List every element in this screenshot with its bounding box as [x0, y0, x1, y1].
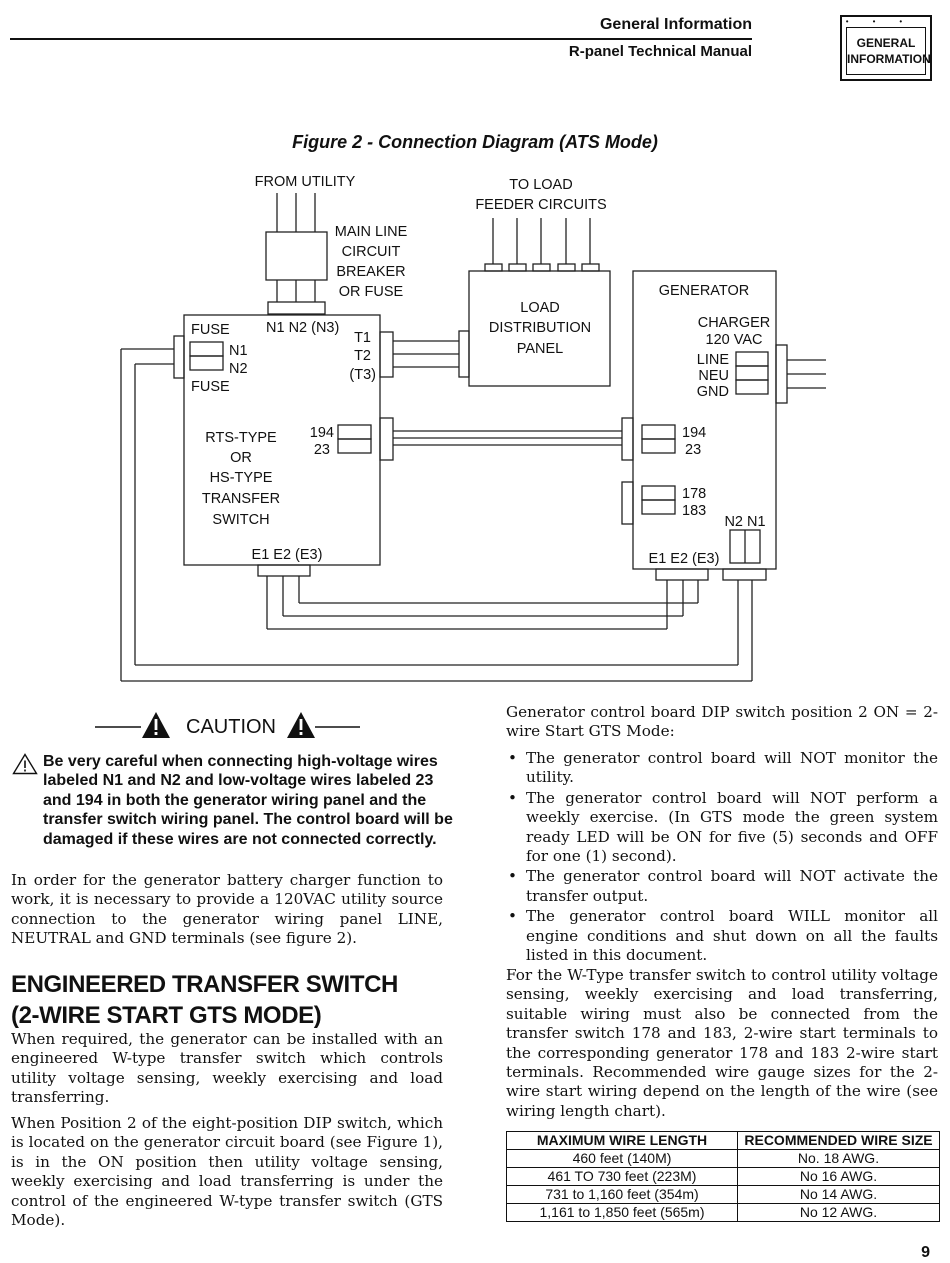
dip-switch-paragraph: When Position 2 of the eight-position DI… [11, 1114, 443, 1230]
table-row: 460 feet (140M) No. 18 AWG. [506, 1149, 940, 1168]
table-row: 731 to 1,160 feet (354m) No 14 AWG. [506, 1185, 940, 1204]
connection-diagram: FROM UTILITY MAIN LINE CIRCUIT BREAKER O… [120, 174, 826, 682]
label-n1n2n3: N1 N2 (N3) [266, 320, 339, 336]
tab-line-1: GENERAL [856, 36, 916, 50]
tab-rivets: ••• [845, 17, 927, 26]
list-item: The generator control board WILL monitor… [506, 907, 938, 965]
label-gen-178: 178 [682, 486, 706, 502]
section-heading-line-2: (2-WIRE START GTS MODE) [11, 1002, 322, 1029]
warning-outline-icon [12, 753, 38, 775]
ts-neutral-terminal [267, 301, 326, 315]
table-cell: No 12 AWG. [737, 1203, 940, 1222]
w-type-wiring-paragraph: For the W-Type transfer switch to contro… [506, 966, 938, 1120]
label-load-panel-2: DISTRIBUTION [489, 320, 591, 336]
label-load-panel-1: LOAD [520, 300, 560, 316]
table-row: 1,161 to 1,850 feet (565m) No 12 AWG. [506, 1203, 940, 1222]
tab-line-2: INFORMATION [847, 52, 931, 66]
label-ts-2: OR [230, 450, 252, 466]
table-cell: No 16 AWG. [737, 1167, 940, 1186]
page-number: 9 [921, 1244, 930, 1261]
label-ts-3: HS-TYPE [210, 470, 273, 486]
table-cell: 461 TO 730 feet (223M) [506, 1167, 738, 1186]
caution-banner [95, 712, 360, 738]
label-ts-194: 194 [310, 425, 334, 441]
label-from-utility: FROM UTILITY [255, 174, 356, 190]
label-gen-n2n1: N2 N1 [724, 514, 765, 530]
list-item: The generator control board will NOT mon… [506, 749, 938, 788]
gts-bullet-list: The generator control board will NOT mon… [506, 749, 938, 966]
w-type-paragraph: When required, the generator can be inst… [11, 1030, 443, 1107]
caution-warning-text: Be very careful when connecting high-vol… [43, 753, 453, 848]
label-gen-23: 23 [685, 442, 701, 458]
section-tab-label: GENERAL INFORMATION [846, 27, 931, 75]
label-main-line-2: CIRCUIT [342, 244, 401, 260]
table-cell: No 14 AWG. [737, 1185, 940, 1204]
gts-intro: Generator control board DIP switch posit… [506, 703, 938, 741]
label-neu: NEU [698, 368, 729, 384]
label-n2: N2 [229, 361, 248, 377]
table-cell: 1,161 to 1,850 feet (565m) [506, 1203, 738, 1222]
label-gen-183: 183 [682, 503, 706, 519]
section-heading-line-1: ENGINEERED TRANSFER SWITCH [11, 971, 398, 998]
table-header-cell: RECOMMENDED WIRE SIZE [737, 1131, 940, 1150]
label-t3: (T3) [349, 367, 376, 383]
table-header-row: MAXIMUM WIRE LENGTH RECOMMENDED WIRE SIZ… [506, 1131, 940, 1150]
charger-paragraph: In order for the generator battery charg… [11, 871, 443, 948]
header-title: General Information [599, 16, 752, 33]
caution-label: CAUTION [186, 716, 276, 738]
header-rule [10, 38, 752, 40]
section-tab: ••• GENERAL INFORMATION [840, 15, 932, 81]
label-generator: GENERATOR [659, 283, 750, 299]
table-row: 461 TO 730 feet (223M) No 16 AWG. [506, 1167, 940, 1186]
label-main-line-1: MAIN LINE [335, 224, 408, 240]
label-t2: T2 [354, 348, 371, 364]
label-to-load-2: FEEDER CIRCUITS [475, 197, 606, 213]
wire-length-table: MAXIMUM WIRE LENGTH RECOMMENDED WIRE SIZ… [506, 1131, 940, 1222]
label-load-panel-3: PANEL [517, 341, 563, 357]
header-subtitle: R-panel Technical Manual [568, 43, 752, 60]
main-breaker-box [265, 231, 328, 281]
list-item: The generator control board will NOT per… [506, 789, 938, 867]
table-cell: No. 18 AWG. [737, 1149, 940, 1168]
label-gen-194: 194 [682, 425, 706, 441]
label-fuse-top: FUSE [191, 322, 230, 338]
label-ts-e: E1 E2 (E3) [252, 547, 323, 563]
label-ts-4: TRANSFER [202, 491, 280, 507]
label-gen-e: E1 E2 (E3) [649, 551, 720, 567]
list-item: The generator control board will NOT act… [506, 867, 938, 906]
label-n1: N1 [229, 343, 248, 359]
label-to-load-1: TO LOAD [509, 177, 572, 193]
label-charger-1: CHARGER [698, 315, 771, 331]
label-ts-5: SWITCH [212, 512, 269, 528]
label-t1: T1 [354, 330, 371, 346]
table-cell: 731 to 1,160 feet (354m) [506, 1185, 738, 1204]
figure-title: Figure 2 - Connection Diagram (ATS Mode) [292, 132, 658, 152]
label-line: LINE [697, 352, 730, 368]
label-main-line-3: BREAKER [336, 264, 405, 280]
table-header-cell: MAXIMUM WIRE LENGTH [506, 1131, 738, 1150]
label-ts-1: RTS-TYPE [205, 430, 277, 446]
label-charger-2: 120 VAC [706, 332, 763, 348]
label-gnd: GND [697, 384, 729, 400]
label-ts-23: 23 [314, 442, 330, 458]
label-main-line-4: OR FUSE [339, 284, 404, 300]
table-cell: 460 feet (140M) [506, 1149, 738, 1168]
label-fuse-bottom: FUSE [191, 379, 230, 395]
